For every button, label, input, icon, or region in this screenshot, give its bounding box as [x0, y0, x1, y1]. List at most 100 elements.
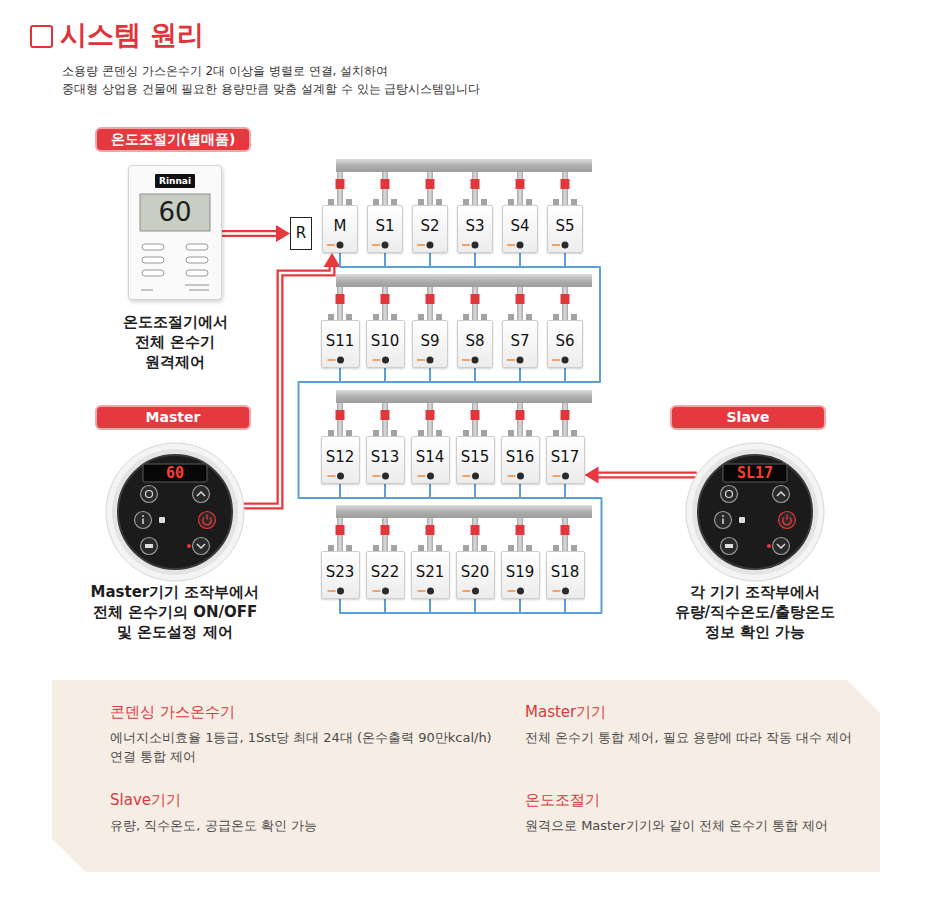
node-label: Slave	[727, 407, 770, 428]
outlet-dot-mark	[382, 473, 389, 480]
outlet-mark	[327, 359, 335, 361]
page-title: 시스템 원리	[60, 18, 204, 52]
valve	[561, 294, 570, 304]
water-heater-unit: S18	[546, 551, 585, 599]
water-heater-unit: S15	[456, 436, 495, 484]
valve	[381, 294, 390, 304]
button	[142, 270, 164, 276]
signal-cable	[475, 368, 520, 382]
fine-print	[141, 289, 153, 291]
thermostat-device: Rinnai60	[128, 165, 222, 300]
panel-shape	[52, 680, 880, 872]
node-label: 온도조절기(별매품)	[111, 129, 236, 150]
valve	[561, 525, 570, 535]
outlet-mark	[552, 590, 560, 592]
node-label: S4	[510, 217, 529, 235]
outlet-dot	[502, 584, 539, 598]
line-outer	[244, 264, 332, 506]
node-label: S23	[326, 563, 355, 581]
panel-heading: Master기기	[525, 702, 606, 722]
outlet-mark	[372, 244, 380, 246]
fine-print	[189, 289, 209, 291]
signal-cable	[340, 484, 385, 498]
outlet-dot-mark	[337, 588, 344, 595]
signal-cable	[340, 599, 385, 613]
panel-body: 전체 온수기 통합 제어, 필요 용량에 따라 작동 대수 제어	[525, 728, 925, 747]
node-label: S12	[326, 448, 355, 466]
outlet-dot-mark	[517, 357, 524, 364]
node-label: S22	[371, 563, 400, 581]
button	[186, 244, 208, 250]
outlet-mark	[552, 359, 560, 361]
cable-path	[475, 253, 520, 267]
mode-icon	[146, 491, 153, 498]
display	[143, 464, 207, 482]
outlet-mark	[507, 475, 515, 477]
water-heater-unit: S3	[457, 205, 493, 253]
node-label: S3	[465, 217, 484, 235]
up-icon	[777, 492, 785, 496]
node-label: S2	[420, 217, 439, 235]
water-heater-unit: S21	[411, 551, 450, 599]
water-heater-unit: S22	[366, 551, 405, 599]
outlet-dot-mark	[562, 242, 569, 249]
fine-print	[185, 284, 209, 286]
power-icon	[203, 515, 211, 525]
outlet-mark	[327, 590, 335, 592]
outlet-dot	[502, 469, 539, 483]
cable-path	[430, 253, 475, 267]
water-heater-unit: S8	[457, 320, 493, 368]
arrowhead	[324, 253, 341, 267]
panel-heading: Slave기기	[110, 790, 181, 810]
node-label: S16	[506, 448, 535, 466]
node-label: S1	[375, 217, 394, 235]
title-icon	[31, 26, 52, 47]
outlet-dot	[367, 584, 404, 598]
water-heater-unit: M	[322, 205, 358, 253]
outlet-mark	[372, 359, 380, 361]
water-heater-unit: S5	[547, 205, 583, 253]
valve	[426, 410, 435, 420]
signal-cable	[475, 253, 520, 267]
signal-cable	[340, 253, 385, 267]
outlet-dot	[413, 238, 447, 252]
outlet-dot-mark	[382, 357, 389, 364]
cable-path	[385, 484, 430, 498]
button	[142, 257, 164, 263]
mode-icon	[726, 491, 733, 498]
outlet-dot-mark	[472, 588, 479, 595]
signal-cable	[520, 368, 565, 382]
label-pill: Slave	[670, 405, 826, 430]
indicator	[767, 544, 771, 548]
outlet-mark	[417, 590, 425, 592]
outlet-dot	[322, 469, 359, 483]
valve	[336, 179, 345, 189]
outlet-dot	[457, 469, 494, 483]
line-outer	[222, 230, 279, 237]
panel-body: 원격으로 Master기기와 같이 전체 온수기 통합 제어	[525, 816, 925, 835]
outlet-mark	[372, 475, 380, 477]
button	[721, 538, 738, 555]
water-heater-unit: S17	[546, 436, 585, 484]
node-label: S10	[371, 332, 400, 350]
node-label: Master	[146, 407, 201, 428]
cable-path	[520, 484, 565, 498]
outlet-dot-mark	[562, 357, 569, 364]
outlet-dot	[322, 584, 359, 598]
outlet-dot-mark	[337, 242, 344, 249]
controller-dial: SL17	[685, 442, 825, 582]
node-label: S15	[461, 448, 490, 466]
button	[141, 486, 158, 503]
cable-path	[475, 599, 520, 613]
controller-body	[685, 442, 825, 582]
node-label: S11	[326, 332, 355, 350]
up-icon	[197, 492, 205, 496]
valve	[336, 525, 345, 535]
cable-path	[340, 484, 385, 498]
valve	[381, 410, 390, 420]
lock-icon	[145, 544, 153, 548]
outlet-dot-mark	[517, 242, 524, 249]
outlet-dot-mark	[517, 588, 524, 595]
valve	[426, 179, 435, 189]
signal-cable	[430, 368, 475, 382]
